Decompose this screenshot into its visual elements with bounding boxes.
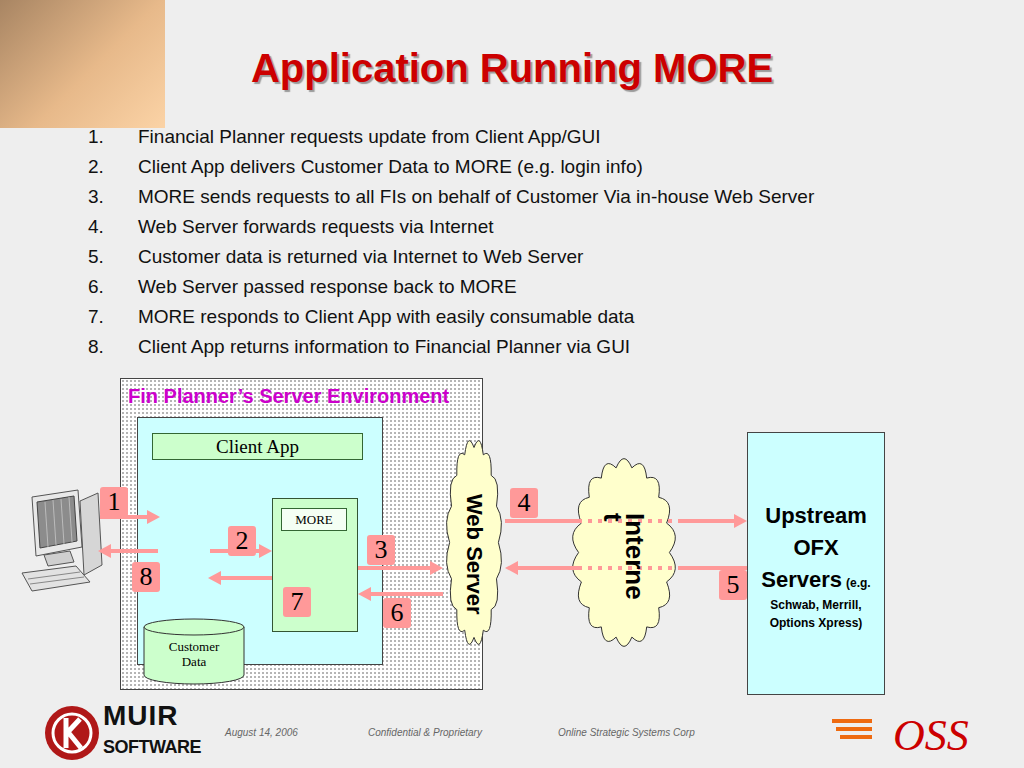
more-module-box: MORE bbox=[272, 498, 358, 632]
connector-arrow bbox=[210, 544, 272, 558]
callout-number: 8 bbox=[132, 562, 160, 592]
company-logo: OSS bbox=[893, 711, 969, 761]
list-step: Web Server forwards requests via Interne… bbox=[138, 215, 494, 239]
connector-line bbox=[358, 566, 435, 570]
arrow-head bbox=[208, 571, 221, 585]
computer-illustration bbox=[18, 485, 110, 600]
connector-line bbox=[210, 549, 264, 553]
request-arrow-head bbox=[147, 510, 160, 524]
request-arrow-line bbox=[100, 515, 150, 519]
computer-tower bbox=[80, 493, 102, 575]
callout-number: 1 bbox=[100, 487, 128, 517]
node-text: MORE bbox=[281, 508, 347, 531]
cylinder-top bbox=[144, 619, 244, 635]
logo-word: MUIR bbox=[103, 701, 179, 731]
arrow-head bbox=[430, 561, 443, 575]
list-step: MORE sends requests to all FIs on behalf… bbox=[138, 185, 814, 209]
footer-stripe bbox=[832, 719, 872, 723]
screen-line bbox=[61, 499, 64, 544]
node-text: Interne t bbox=[602, 513, 646, 607]
callout-number: 3 bbox=[367, 535, 395, 565]
database-cylinder: Customer Data bbox=[143, 618, 245, 684]
logo-emblem-mark bbox=[66, 718, 81, 748]
footer-stripe bbox=[836, 727, 872, 731]
connector-line bbox=[513, 566, 578, 570]
callout-number: 6 bbox=[383, 598, 411, 628]
connector-line bbox=[680, 519, 739, 523]
footer-stripe bbox=[840, 735, 872, 739]
keyboard bbox=[22, 566, 90, 591]
monitor-screen bbox=[37, 496, 77, 548]
list-number: 7. bbox=[88, 305, 104, 329]
logo-emblem bbox=[45, 706, 99, 760]
list-step: Web Server passed response back to MORE bbox=[138, 275, 517, 299]
node-text: Web Server bbox=[462, 494, 486, 615]
client-app-box: Client AppMORECustomer Data bbox=[137, 417, 383, 665]
list-number: 5. bbox=[88, 245, 104, 269]
list-number: 3. bbox=[88, 185, 104, 209]
list-step: MORE responds to Client App with easily … bbox=[138, 305, 634, 329]
environment-box: Fin Planner’s Server EnvironmentClient A… bbox=[120, 378, 483, 690]
footer-text: August 14, 2006 bbox=[225, 727, 298, 739]
list-number: 2. bbox=[88, 155, 104, 179]
keyboard-keys bbox=[28, 572, 80, 579]
arrow-head bbox=[505, 561, 518, 575]
list-step: Financial Planner requests update from C… bbox=[138, 125, 601, 149]
screen-line bbox=[45, 502, 48, 547]
list-number: 6. bbox=[88, 275, 104, 299]
connector-line bbox=[216, 576, 272, 580]
connector-arrow bbox=[358, 587, 443, 601]
connector-line bbox=[680, 566, 747, 570]
logo-word: SOFTWARE bbox=[103, 735, 201, 759]
footer-text: Online Strategic Systems Corp bbox=[558, 727, 695, 739]
callout-number: 5 bbox=[719, 570, 747, 600]
connector-arrow bbox=[358, 561, 443, 575]
upstream-server-box: Upstream OFX Servers(e.g. Schwab, Merril… bbox=[747, 432, 885, 695]
list-number: 4. bbox=[88, 215, 104, 239]
arrow-head bbox=[259, 544, 272, 558]
cloud-shape bbox=[447, 441, 502, 645]
node-text: Client App bbox=[152, 433, 363, 460]
node-text: Fin Planner’s Server Environment bbox=[128, 385, 449, 408]
connector-arrow bbox=[208, 571, 272, 585]
list-number: 8. bbox=[88, 335, 104, 359]
cloud-shape bbox=[573, 459, 676, 647]
callout-number: 7 bbox=[283, 587, 311, 617]
node-text: Customer Data bbox=[163, 639, 225, 669]
monitor-body bbox=[32, 490, 82, 556]
slide-title: Application Running MORE bbox=[0, 44, 1024, 92]
arrow-head bbox=[734, 514, 747, 528]
connector-line bbox=[366, 592, 443, 596]
list-number: 1. bbox=[88, 125, 104, 149]
internet-cloud: Interne t bbox=[568, 455, 680, 650]
web-server-cloud: Web Server bbox=[443, 435, 505, 650]
response-arrow-head bbox=[98, 544, 111, 558]
list-step: Client App returns information to Financ… bbox=[138, 335, 630, 359]
footer-text: Confidential & Proprietary bbox=[368, 727, 482, 739]
callout-number: 2 bbox=[228, 526, 256, 556]
list-step: Customer data is returned via Internet t… bbox=[138, 245, 583, 269]
list-step: Client App delivers Customer Data to MOR… bbox=[138, 155, 643, 179]
arrow-head bbox=[358, 587, 371, 601]
screen-line bbox=[53, 500, 56, 545]
response-arrow-line bbox=[108, 549, 158, 553]
logo-emblem-ring bbox=[53, 714, 91, 752]
footer-graphics bbox=[0, 690, 1024, 768]
screen-line bbox=[69, 497, 72, 542]
connector-dotted-line bbox=[578, 566, 680, 570]
corner-gradient bbox=[0, 0, 165, 128]
keyboard-keys bbox=[30, 577, 84, 584]
monitor-stand bbox=[44, 551, 74, 566]
connector-arrow bbox=[505, 561, 747, 575]
callout-number: 4 bbox=[510, 488, 538, 518]
connector-dotted-line bbox=[578, 519, 680, 523]
connector-arrow bbox=[505, 514, 747, 528]
cylinder-body bbox=[144, 627, 244, 684]
connector-line bbox=[505, 519, 578, 523]
